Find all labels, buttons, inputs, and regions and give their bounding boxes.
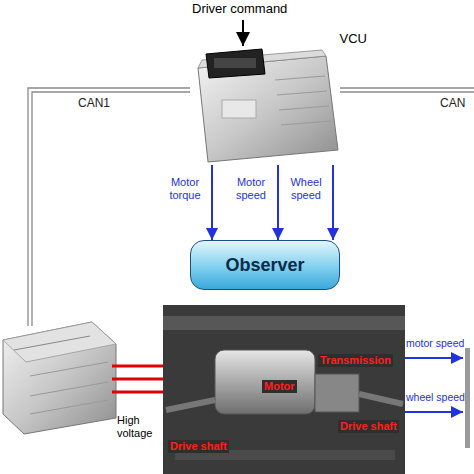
signal-label: motor speed	[406, 337, 464, 349]
edge-label: Motor speed	[229, 176, 273, 201]
inverter-unit	[3, 322, 116, 434]
signal-label: wheel speed	[406, 391, 465, 403]
observer-box: Observer	[190, 240, 340, 290]
vcu-device	[198, 49, 338, 162]
part-label: Drive shaft	[338, 420, 399, 433]
bus-label: CAN1	[78, 97, 110, 111]
edge-label: Wheel speed	[284, 176, 328, 201]
part-label: Motor	[262, 380, 297, 393]
command-arrow	[242, 20, 244, 46]
input-label: Driver command	[192, 2, 287, 17]
speed-arrows	[405, 348, 470, 448]
edge-label: Motor torque	[163, 176, 207, 201]
controller-unit: VCU	[185, 30, 369, 165]
motor-photo	[163, 305, 405, 474]
bus-label: CAN	[440, 97, 465, 111]
signal-arrow	[277, 165, 279, 240]
wire-label: High voltage	[117, 414, 161, 439]
block-title: Observer	[225, 255, 304, 276]
signal-arrow	[211, 165, 213, 240]
signal-arrow	[332, 165, 334, 240]
device-label: VCU	[185, 30, 369, 46]
part-label: Transmission	[318, 354, 393, 367]
part-label: Drive shaft	[168, 440, 229, 453]
